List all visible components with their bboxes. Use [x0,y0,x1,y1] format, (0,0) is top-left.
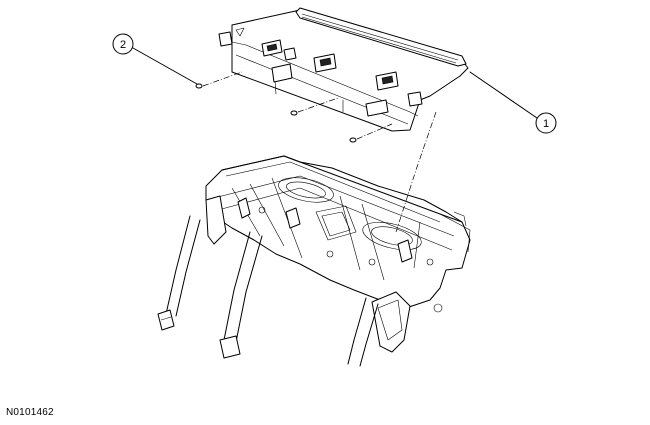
figure-reference-code: N0101462 [6,407,54,418]
tether-anchor-cover-left [261,39,283,57]
tether-anchor-cover-center [313,53,337,73]
assembly-guide-line [395,111,437,233]
callout-1-label: 1 [543,118,549,130]
tether-anchor-cover-right [375,71,399,91]
seat-belt-left [157,215,201,331]
callout-1: 1 [469,71,557,134]
push-pin-retainer-3 [349,123,393,143]
callout-2: 2 [112,33,198,85]
seat-belt-right [347,297,379,367]
rear-package-shelf-structure [205,155,471,353]
push-pin-retainer-2 [290,97,339,116]
package-tray-trim-panel [218,7,469,132]
push-pin-retainer-1 [195,71,243,89]
push-pin-retainers [195,71,393,143]
callout-2-label: 2 [120,39,126,51]
seat-belt-center [219,231,263,359]
